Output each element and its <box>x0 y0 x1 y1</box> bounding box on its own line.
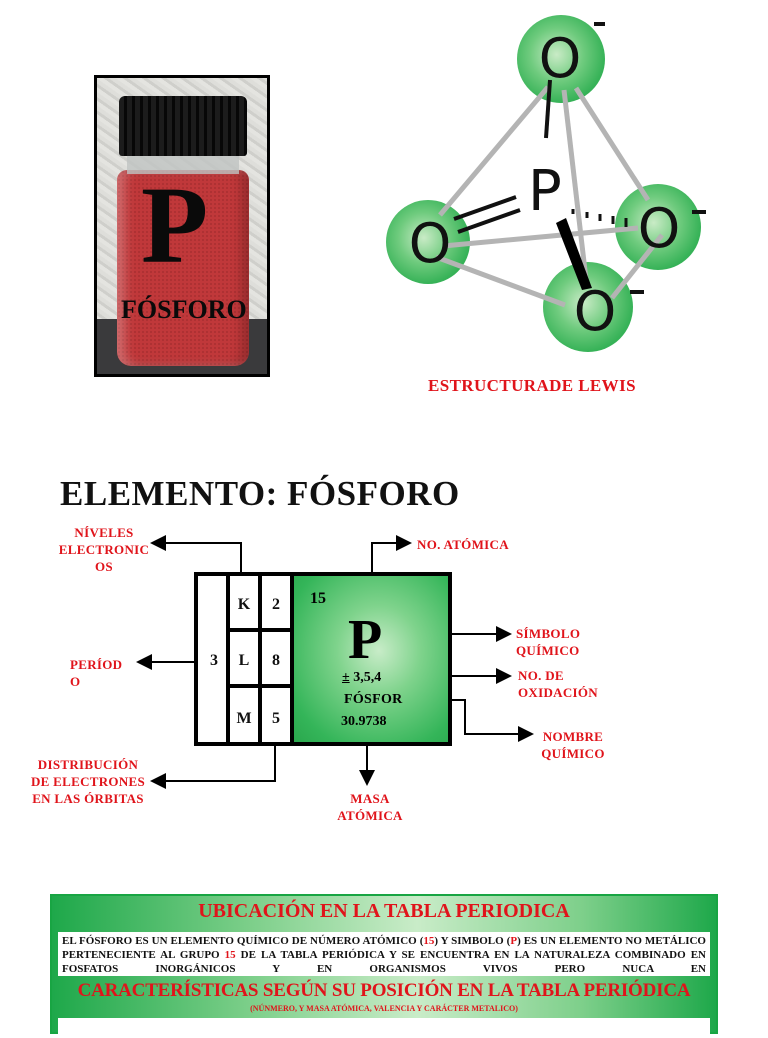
label-no-oxidacion: NO. DE OXIDACIÓN <box>518 667 598 701</box>
phosphorus-jar-photo: P FÓSFORO <box>94 75 270 377</box>
label-line: OXIDACIÓN <box>518 685 598 700</box>
label-line: PERÍOD <box>70 657 123 672</box>
label-periodo: PERÍOD O <box>70 656 122 690</box>
highlight-symbol: P <box>510 935 518 947</box>
atomic-number: 15 <box>310 590 326 607</box>
label-line: NO. DE <box>518 668 564 683</box>
label-line: O <box>70 674 81 689</box>
label-niveles-electronicos: NÍVELES ELECTRONIC OS <box>52 524 156 575</box>
element-card: 3 K 2 L 8 M 5 15 P ± 3,5,4 FÓSFOR 30.973… <box>194 572 452 746</box>
divider <box>258 576 262 742</box>
label-line: SÍMBOLO <box>516 626 581 641</box>
periodic-table-location-panel: UBICACIÓN EN LA TABLA PERIODICA EL FÓSFO… <box>50 894 718 1038</box>
plus-minus-sign: ± <box>342 670 350 685</box>
highlight-group: 15 <box>224 949 236 961</box>
oxidation-values: 3,5,4 <box>349 670 382 685</box>
label-simbolo-quimico: SÍMBOLO QUÍMICO <box>516 625 580 659</box>
oxidation-states: ± 3,5,4 <box>342 670 381 686</box>
svg-text:O: O <box>574 280 617 343</box>
jar-cap <box>119 96 247 156</box>
svg-text:O: O <box>638 197 681 260</box>
panel-title: UBICACIÓN EN LA TABLA PERIODICA <box>198 900 570 922</box>
photo-element-name: FÓSFORO <box>121 295 247 324</box>
text: DE LA TABLA PERIÓDICA Y SE ENCUENTRA EN … <box>62 949 706 975</box>
svg-text:O: O <box>539 27 582 90</box>
label-line: MASA <box>350 791 390 806</box>
text: ) ES UN ELEMENTO NO METÁLICO PERTENECIEN… <box>62 935 706 961</box>
element-symbol-panel <box>294 576 448 742</box>
label-masa-atomica: MASA ATÓMICA <box>330 790 410 824</box>
label-no-atomica: NO. ATÓMICA <box>417 537 509 552</box>
page-title: ELEMENTO: FÓSFORO <box>60 474 460 513</box>
shell-electrons-k: 2 <box>272 596 280 613</box>
label-line: OS <box>95 559 113 574</box>
divider <box>226 684 294 688</box>
svg-text:P: P <box>528 159 562 224</box>
highlight-atomic-number: 15 <box>423 935 435 947</box>
label-line: DE ELECTRONES <box>30 774 146 789</box>
label-line: QUÍMICO <box>541 746 605 761</box>
photo-symbol: P <box>141 164 209 286</box>
element-name: FÓSFOR <box>344 692 403 707</box>
panel-subtitle: CARACTERÍSTICAS SEGÚN SU POSICIÓN EN LA … <box>77 980 691 1001</box>
element-symbol: P <box>348 609 383 671</box>
shell-electrons-m: 5 <box>272 710 280 727</box>
lewis-caption: ESTRUCTURADE LEWIS <box>428 376 636 395</box>
text: ) Y SIMBOLO ( <box>434 935 511 947</box>
jar-body <box>117 170 249 366</box>
label-nombre-quimico: NOMBRE QUÍMICO <box>533 728 613 762</box>
divider <box>226 628 294 632</box>
label-line: EN LAS ÓRBITAS <box>32 791 144 806</box>
label-distribucion-electrones: DISTRIBUCIÓN DE ELECTRONES EN LAS ÓRBITA… <box>16 756 160 807</box>
atomic-mass: 30.9738 <box>341 714 387 729</box>
panel-description: EL FÓSFORO ES UN ELEMENTO QUÍMICO DE NÚM… <box>58 932 710 976</box>
phosphate-molecule-icon: P O O O O <box>386 15 706 352</box>
label-line: QUÍMICO <box>516 643 580 658</box>
divider <box>226 576 230 742</box>
shell-level-m: M <box>236 710 252 727</box>
lewis-structure-diagram: P O O O O <box>380 10 720 370</box>
shell-level-l: L <box>238 652 250 669</box>
panel-content-box <box>58 1018 710 1038</box>
label-line: ELECTRONIC <box>58 542 150 557</box>
svg-text:O: O <box>409 212 452 275</box>
shell-electrons-l: 8 <box>272 652 280 669</box>
period-value: 3 <box>210 652 218 669</box>
jar-neck <box>127 156 239 174</box>
text: EL FÓSFORO ES UN ELEMENTO QUÍMICO DE NÚM… <box>62 935 424 947</box>
divider <box>290 576 294 742</box>
label-line: NOMBRE <box>542 729 604 744</box>
panel-note: (NÚNMERO, Y MASA ATÓMICA, VALENCIA Y CAR… <box>250 1004 518 1013</box>
shell-level-k: K <box>237 596 251 613</box>
label-line: DISTRIBUCIÓN <box>37 757 139 772</box>
label-line: NÍVELES <box>74 525 134 540</box>
label-line: ATÓMICA <box>337 808 403 823</box>
